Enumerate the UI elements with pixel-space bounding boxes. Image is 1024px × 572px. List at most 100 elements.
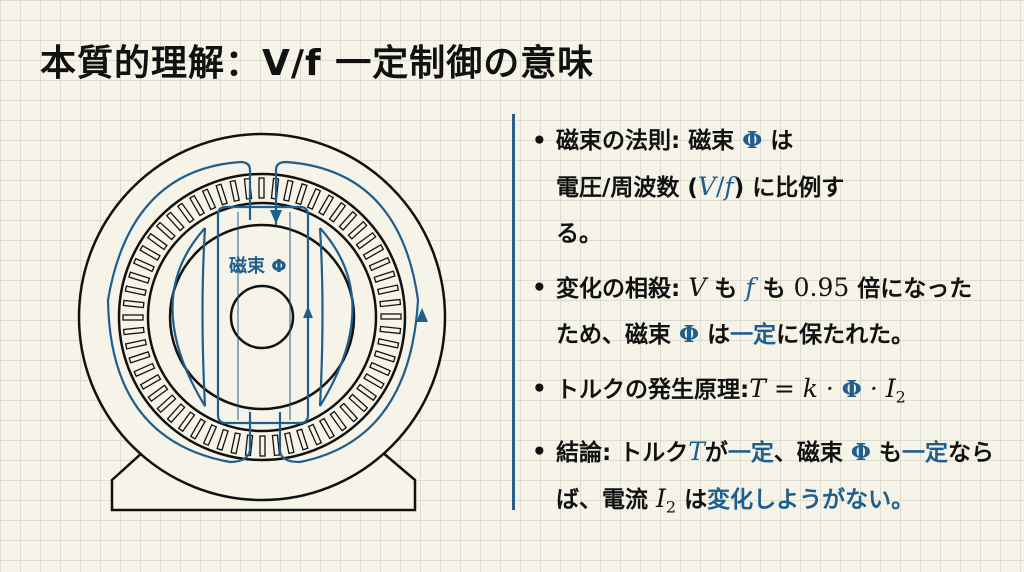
arrow-up-icon: [416, 308, 428, 322]
math-f: f: [745, 273, 755, 302]
bullet-flux-law: 磁束の法則: 磁束 Φ は電圧/周波数 (V/f) に比例する。: [530, 118, 856, 257]
stator-slot: [139, 244, 161, 261]
stator-slot: [122, 314, 144, 321]
stator-slot: [128, 271, 151, 284]
bullet-conclusion: 結論: トルクTが一定、磁束 Φ も一定ならば、電流 I2 は変化しようがない。: [530, 429, 1006, 531]
math-t: T: [688, 436, 705, 466]
stator-slot: [338, 210, 358, 231]
subscript: 2: [665, 497, 677, 517]
divider: [512, 114, 515, 510]
bullet-head: 磁束の法則:: [556, 128, 681, 154]
text: は: [684, 486, 708, 513]
text: も: [762, 276, 786, 302]
stator-slot: [329, 410, 348, 432]
stator-slot: [328, 201, 347, 223]
phi-symbol: Φ: [841, 376, 862, 403]
stator-slot: [348, 393, 369, 413]
flux-label: 磁束 Φ: [229, 255, 287, 277]
stator-slot: [124, 285, 147, 296]
stator-slot: [295, 183, 308, 206]
stator-slot: [216, 428, 229, 451]
math-v: V: [697, 172, 716, 201]
stator-slot: [362, 244, 385, 261]
stator-slot: [318, 417, 335, 440]
stator-slot: [373, 270, 396, 283]
stator-slot: [306, 187, 322, 210]
text: が: [704, 439, 728, 466]
stator-slot: [318, 194, 335, 216]
stator-slot: [189, 418, 206, 440]
math-eq: · I: [869, 374, 896, 403]
stator-slot: [283, 179, 294, 202]
shaft: [229, 284, 295, 350]
math-f: f: [724, 172, 734, 201]
stator-slot: [176, 202, 195, 224]
stator-slot: [379, 298, 402, 308]
stator-slot: [373, 350, 396, 363]
math-number: 0.95: [793, 273, 850, 302]
stator-slot: [258, 177, 265, 199]
stator-slot: [189, 194, 206, 217]
stator-slot: [368, 256, 391, 272]
stator-slot: [347, 220, 368, 240]
math-i: I: [656, 483, 666, 513]
stator-slot: [380, 313, 402, 320]
stator-slot: [229, 179, 240, 202]
text: も: [878, 439, 902, 466]
stator-slot: [166, 403, 186, 424]
flux-arrows: [270, 210, 428, 322]
text: に保たれた。: [776, 322, 915, 348]
bullet-torque: トルクの発生原理:T = k · Φ · I2: [530, 366, 1020, 421]
text: は: [770, 128, 794, 154]
math-slash: /: [715, 172, 725, 201]
stator-slot: [296, 428, 309, 451]
text: ) に比例する。: [556, 175, 845, 247]
stator-outer: [117, 172, 407, 462]
bullet-head: 結論: トルク: [556, 439, 689, 466]
stator-slot: [201, 188, 217, 211]
stator-slot: [146, 232, 168, 251]
text: は: [707, 322, 731, 348]
stator-slots: [122, 177, 402, 457]
page-title: 本質的理解：V/f 一定制御の意味: [40, 43, 595, 84]
stator-slot: [259, 435, 266, 457]
bullet-cancel: 変化の相殺: V も f も 0.95 倍になったため、磁束 Φ は一定に保たれ…: [530, 265, 986, 358]
stator-slot: [155, 221, 176, 241]
text: も: [714, 276, 738, 302]
stator-slot: [177, 411, 196, 433]
highlight: 一定: [727, 439, 774, 466]
stator-slot: [379, 325, 402, 335]
stator-slot: [139, 373, 162, 390]
stator-slot: [133, 362, 156, 378]
math-eq: T = k ·: [749, 374, 834, 403]
text: 電圧/周波数 (: [556, 175, 698, 201]
stator-slot: [369, 361, 392, 377]
phi-symbol: Φ: [679, 321, 700, 348]
stator-slot: [156, 394, 177, 414]
stator-slot: [377, 338, 400, 349]
flux-lines: [106, 160, 420, 464]
rotor: [168, 223, 356, 411]
stator-slot: [356, 383, 378, 402]
text: 、磁束: [773, 439, 843, 466]
stator-slot: [147, 384, 169, 403]
text: 磁束: [688, 128, 735, 154]
highlight: 変化しようがない。: [707, 486, 915, 513]
subscript: 2: [895, 387, 906, 407]
stator-slot: [377, 284, 400, 295]
stator-slot: [230, 432, 241, 455]
stator-slot: [124, 339, 147, 350]
text: 倍になったため、磁束: [556, 276, 973, 348]
bullet-list: 磁束の法則: 磁束 Φ は電圧/周波数 (V/f) に比例する。 変化の相殺: …: [530, 118, 1020, 538]
highlight: 一定: [730, 322, 777, 348]
motor-frame: [77, 132, 447, 502]
math-v: V: [688, 273, 707, 302]
text: ならば、電流: [556, 439, 994, 513]
stator-slot: [271, 434, 281, 457]
highlight: 一定: [901, 439, 948, 466]
arrow-up-icon: [303, 306, 313, 318]
stator-slot: [122, 326, 145, 336]
stator-slot: [122, 299, 145, 309]
stator-slot: [215, 183, 228, 206]
